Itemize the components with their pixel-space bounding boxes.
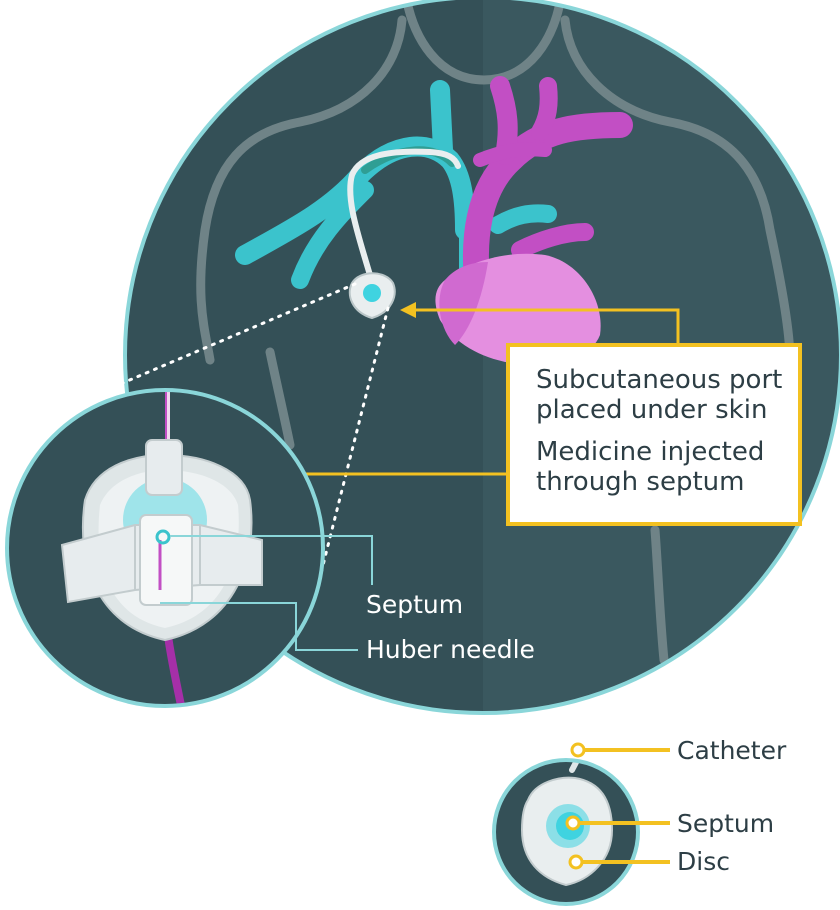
callout-line-2a: Medicine injected [536, 437, 765, 467]
body-outline [196, 0, 795, 665]
disc-label: Disc [677, 847, 730, 876]
zoom-lines [116, 282, 390, 587]
septum-label: Septum [366, 590, 464, 619]
chest-port [348, 272, 396, 320]
zoom-septum-dot [155, 529, 171, 545]
catheter-tube [347, 148, 461, 285]
artery [462, 76, 633, 303]
callout-line-1b: placed under skin [536, 395, 768, 425]
catheter-label: Catheter [677, 736, 787, 765]
arrow-head-port [400, 302, 416, 318]
port-detail-circle [492, 758, 640, 906]
disc-marker [568, 854, 584, 870]
port-septum-label: Septum [677, 809, 775, 838]
zoom-circle [5, 388, 325, 708]
callout-box: Subcutaneous port placed under skin Medi… [506, 343, 802, 526]
callout-line-1a: Subcutaneous port [536, 365, 783, 395]
zoom-leader-lines [160, 535, 373, 651]
huber-needle-label: Huber needle [366, 635, 535, 664]
catheter-marker [570, 742, 586, 758]
septum-marker [565, 815, 581, 831]
callout-line-2b: through septum [536, 467, 745, 497]
callout-arrows [275, 308, 680, 476]
port-detail-leaders [578, 748, 670, 864]
